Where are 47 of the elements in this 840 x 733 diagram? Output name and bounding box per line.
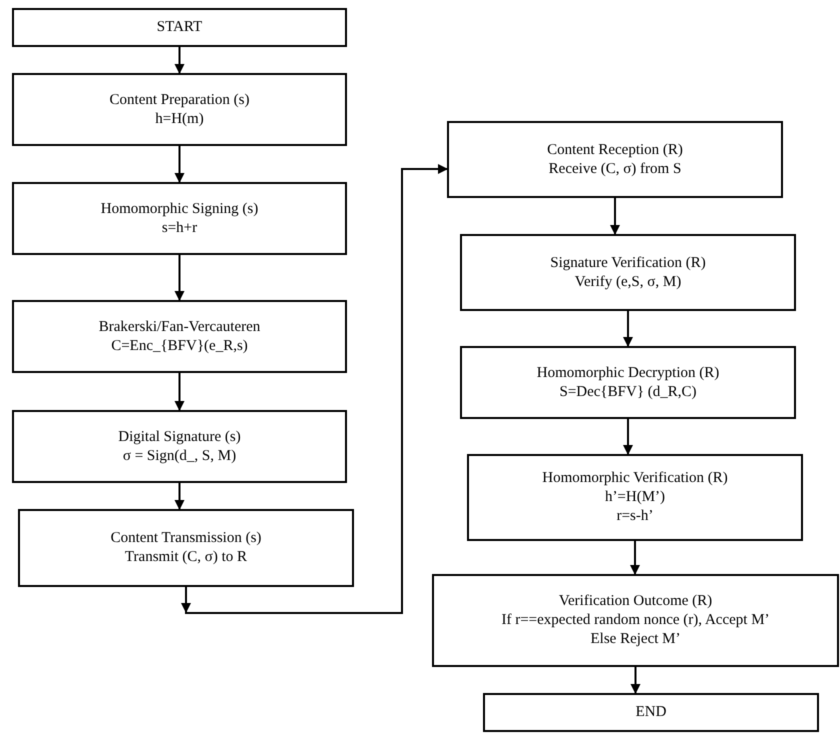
process-box	[460, 234, 796, 311]
step-title: END	[636, 703, 666, 722]
process-box	[467, 454, 803, 541]
arrow	[181, 164, 448, 614]
step-title: Content Reception (R)	[547, 140, 683, 160]
arrow	[623, 311, 633, 347]
step-formula: Receive (C, σ) from S	[548, 160, 682, 178]
step-title: Brakerski/Fan-Vercauteren	[98, 318, 260, 336]
step-formula: Verify (e,S, σ, M)	[574, 272, 682, 292]
step-formula: h’=H(M’)	[604, 488, 666, 507]
process-box	[460, 346, 796, 419]
arrow	[630, 667, 640, 694]
arrow	[610, 198, 620, 235]
step-formula: S=Dec{BFV} (d_R,C)	[559, 382, 697, 402]
arrow	[174, 483, 184, 510]
step-title: Content Transmission (s)	[110, 529, 262, 548]
step-title: Homomorphic Signing (s)	[100, 200, 258, 218]
arrow	[174, 47, 184, 74]
step-formula: σ = Sign(d_, S, M)	[122, 446, 236, 466]
step-formula: C=Enc_{BFV}(e_R,s)	[111, 336, 248, 356]
step-title: START	[156, 18, 202, 37]
process-box	[12, 73, 347, 146]
arrow	[174, 255, 184, 301]
arrow	[174, 146, 184, 183]
step-formula: s=h+r	[162, 218, 198, 238]
process-box	[432, 574, 839, 667]
step-title: Homomorphic Verification (R)	[542, 469, 728, 488]
process-box	[483, 693, 819, 732]
step-title: Verification Outcome (R)	[558, 592, 712, 611]
step-formula: h=H(m)	[155, 110, 204, 128]
step-formula: If r==expected random nonce (r), Accept M’	[501, 611, 770, 630]
step-title: Signature Verification (R)	[550, 254, 706, 272]
process-box	[12, 300, 347, 373]
process-box	[12, 182, 347, 255]
arrow	[630, 541, 640, 575]
process-box	[447, 121, 783, 198]
process-box	[12, 8, 347, 47]
step-formula: Transmit (C, σ) to R	[124, 548, 248, 567]
arrow	[623, 419, 633, 455]
step-formula: r=s-h’	[616, 507, 654, 526]
process-box	[12, 410, 347, 483]
arrow	[174, 373, 184, 411]
step-title: Homomorphic Decryption (R)	[536, 364, 720, 382]
step-title: Digital Signature (s)	[118, 428, 241, 446]
process-box	[18, 509, 354, 587]
step-formula: Else Reject M’	[590, 630, 680, 649]
step-title: Content Preparation (s)	[110, 90, 250, 110]
